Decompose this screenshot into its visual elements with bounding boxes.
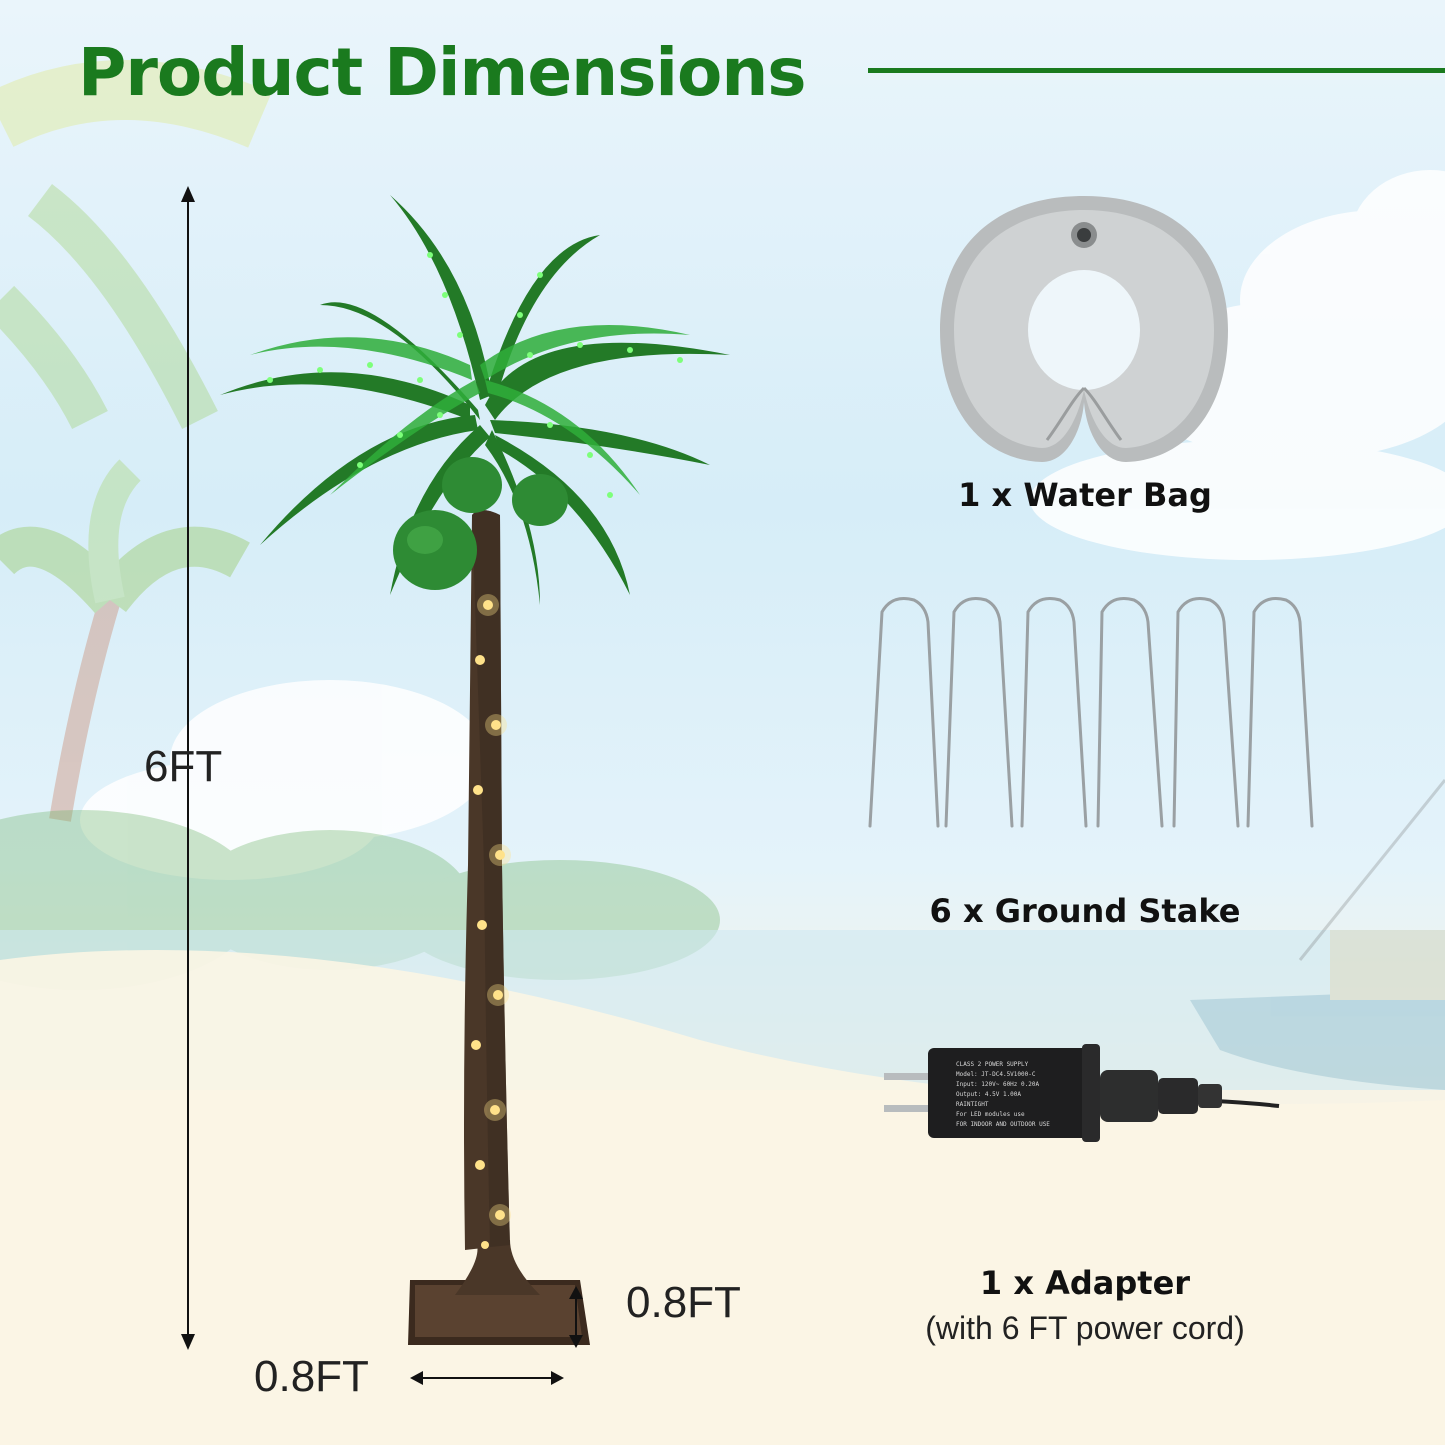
svg-text:FOR INDOOR AND OUTDOOR USE: FOR INDOOR AND OUTDOOR USE — [956, 1121, 1050, 1128]
trunk-lights — [471, 600, 505, 1249]
ground-stakes-image — [868, 597, 1314, 828]
background-palm-decoration — [0, 60, 272, 822]
base-width-label: 0.8FT — [254, 1352, 369, 1401]
palm-tree-image — [220, 195, 730, 1345]
svg-text:RAINTIGHT: RAINTIGHT — [956, 1101, 989, 1108]
svg-text:CLASS 2 POWER SUPPLY: CLASS 2 POWER SUPPLY — [956, 1061, 1029, 1068]
height-label: 6FT — [144, 742, 223, 791]
height-arrow-icon — [181, 186, 195, 1350]
svg-text:For LED modules use: For LED modules use — [956, 1111, 1025, 1118]
coconuts — [393, 457, 568, 590]
ground-stake-label: 6 x Ground Stake — [929, 892, 1241, 930]
palm-tree-base — [408, 1240, 590, 1345]
base-height-label: 0.8FT — [626, 1278, 741, 1327]
svg-text:Input: 120V~ 60Hz 0.20A: Input: 120V~ 60Hz 0.20A — [956, 1081, 1039, 1088]
base-height-arrow-icon — [569, 1286, 583, 1348]
page-title: Product Dimensions — [78, 34, 807, 111]
boat-decoration — [1190, 779, 1445, 1090]
svg-text:Model: JT-DC4.5V1000-C: Model: JT-DC4.5V1000-C — [956, 1071, 1036, 1078]
base-width-arrow-icon — [410, 1371, 564, 1385]
adapter-sub-label: (with 6 FT power cord) — [925, 1310, 1245, 1346]
svg-text:Output: 4.5V 1.00A: Output: 4.5V 1.00A — [956, 1091, 1021, 1098]
water-bag-label: 1 x Water Bag — [958, 476, 1212, 514]
water-bag-image — [940, 196, 1228, 462]
adapter-image: CLASS 2 POWER SUPPLY Model: JT-DC4.5V100… — [884, 1044, 1280, 1142]
adapter-label: 1 x Adapter — [979, 1264, 1191, 1302]
title-underline — [868, 68, 1445, 73]
frond-lights — [267, 252, 683, 498]
